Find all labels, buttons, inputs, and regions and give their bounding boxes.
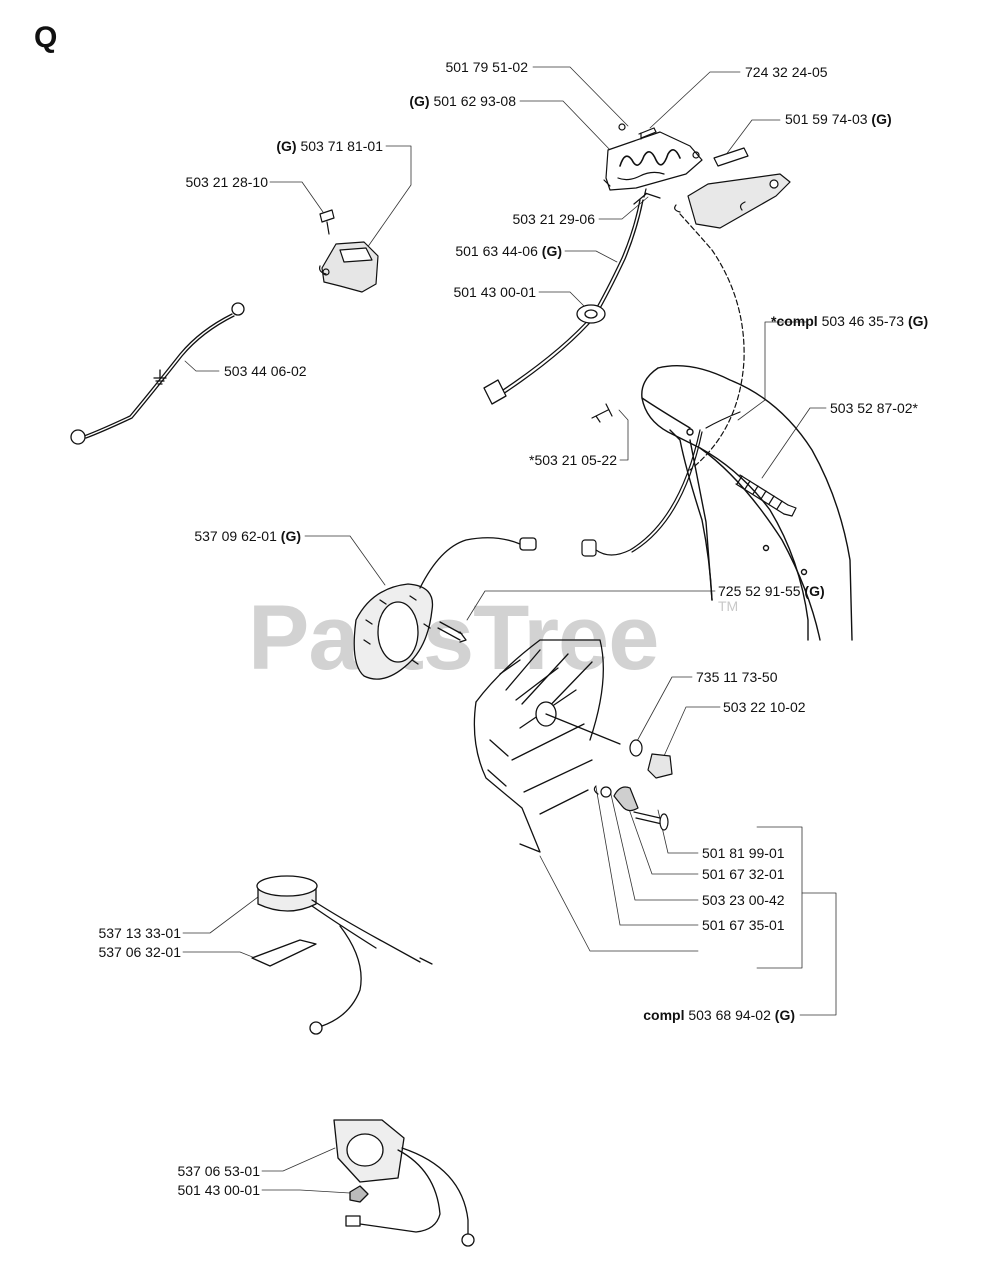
ignition-module [319, 209, 379, 293]
watermark-trademark: TM [718, 598, 739, 614]
plate-screws [643, 188, 681, 213]
part-label: 503 52 87-02* [830, 400, 918, 416]
part-label: (G) 503 71 81-01 [276, 138, 383, 154]
part-label: 725 52 91-55 (G) [718, 583, 825, 599]
watermark: PartsTree [248, 587, 659, 689]
handle-wire [581, 403, 741, 557]
electronic-module [251, 875, 433, 1035]
part-label: 735 11 73-50 [696, 669, 778, 685]
stop-switch-plate [603, 131, 703, 191]
ground-wire [70, 302, 245, 445]
part-label: *503 21 05-22 [529, 452, 617, 468]
flywheel-hardware [593, 739, 673, 831]
cover-plate [687, 147, 791, 229]
part-label: 501 43 00-01 [453, 284, 536, 300]
insulator-plate [333, 1119, 475, 1247]
flywheel [473, 639, 621, 853]
ignition-coil [353, 537, 537, 680]
part-label: 537 13 33-01 [98, 925, 181, 941]
part-label: 501 79 51-02 [445, 59, 528, 75]
part-label: 537 06 32-01 [98, 944, 181, 960]
part-label: 503 21 28-10 [185, 174, 268, 190]
section-letter: Q [34, 21, 58, 54]
handle-spring [735, 474, 797, 517]
leader-lines [182, 66, 837, 1194]
part-label: 501 81 99-01 [702, 845, 785, 861]
part-label: 501 67 35-01 [702, 917, 785, 933]
part-label: 503 21 29-06 [512, 211, 595, 227]
part-label: compl 503 68 94-02 (G) [643, 1007, 795, 1023]
top-handle [641, 365, 853, 641]
dashed-wire [679, 213, 745, 471]
part-label: 501 63 44-06 (G) [455, 243, 562, 259]
small-screw-top [618, 123, 657, 140]
part-label: 503 22 10-02 [723, 699, 806, 715]
part-label: 501 59 74-03 (G) [785, 111, 892, 127]
part-label: *compl 503 46 35-73 (G) [771, 313, 929, 329]
switch-wire [483, 193, 647, 405]
part-label: 503 44 06-02 [224, 363, 307, 379]
part-label: 537 06 53-01 [177, 1163, 260, 1179]
part-label: 501 43 00-01 [177, 1182, 260, 1198]
part-label: 537 09 62-01 (G) [194, 528, 301, 544]
part-label: 501 67 32-01 [702, 866, 785, 882]
part-label: 503 23 00-42 [702, 892, 785, 908]
part-label: (G) 501 62 93-08 [409, 93, 516, 109]
part-label: 724 32 24-05 [745, 64, 828, 80]
